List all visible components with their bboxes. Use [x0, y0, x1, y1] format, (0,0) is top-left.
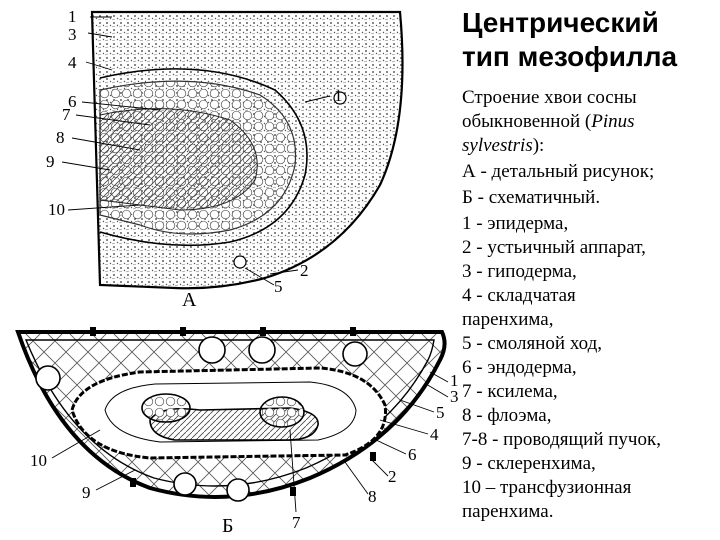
- legend-intro-3a: sylvestris: [462, 135, 533, 156]
- legend-item: 1 - эпидерма,: [462, 213, 569, 234]
- title-line-1: Центрический: [462, 7, 659, 38]
- legend-item: 2 - устьичный аппарат,: [462, 237, 646, 258]
- page-title: Центрический тип мезофилла: [462, 6, 677, 74]
- legend-item: 8 - флоэма,: [462, 405, 552, 426]
- label-b-6: 6: [408, 445, 417, 464]
- figure-b-drawing: 1 3 5 4 6 2 8 7 9 10 Б: [15, 327, 459, 537]
- label-b-8: 8: [368, 487, 377, 506]
- label-b-1: 1: [450, 371, 459, 390]
- label-a-4: 4: [68, 53, 77, 72]
- legend-items: 1 - эпидерма, 2 - устьичный аппарат, 3 -…: [462, 212, 718, 524]
- label-b-9: 9: [82, 483, 91, 502]
- label-b-3: 3: [450, 387, 459, 406]
- endodermis-ring: [99, 68, 308, 247]
- legend-item: 6 - эндодерма,: [462, 357, 577, 378]
- figure-a-drawing: 1 3 4 6 7 8 9 10 1 2 5 А: [46, 7, 404, 311]
- label-a-2: 2: [300, 261, 309, 280]
- legend-item: 10 – трансфузионная: [462, 477, 632, 498]
- legend-item: 5 - смоляной ход,: [462, 333, 602, 354]
- label-a-5: 5: [274, 277, 283, 296]
- label-a-8: 8: [56, 128, 65, 147]
- phloem-right: [259, 396, 305, 428]
- label-a-9: 9: [46, 152, 55, 171]
- pine-needle-figures: 1 3 4 6 7 8 9 10 1 2 5 А: [15, 7, 459, 537]
- figure-b-caption: Б: [222, 515, 233, 537]
- label-a-3: 3: [68, 25, 77, 44]
- label-a-1b: 1: [334, 86, 343, 105]
- title-line-2: тип мезофилла: [462, 41, 678, 72]
- legend-intro-3b: ):: [532, 135, 545, 156]
- label-b-10: 10: [30, 451, 47, 470]
- legend-fig-a: А - детальный рисунок;: [462, 161, 655, 182]
- legend-intro-2b: Pinus: [591, 111, 635, 132]
- resin-duct: [333, 91, 347, 105]
- legend-item: 4 - складчатая: [462, 285, 576, 306]
- legend-item: 7 - ксилема,: [462, 381, 558, 402]
- legend-intro-2: обыкновенной (Pinus: [462, 110, 718, 134]
- legend-item: паренхима,: [462, 309, 554, 330]
- label-b-5: 5: [436, 403, 445, 422]
- legend-fig-b: Б - схематичный.: [462, 187, 601, 208]
- label-a-10: 10: [48, 200, 65, 219]
- legend-intro-3: sylvestris):: [462, 134, 718, 158]
- legend: Строение хвои сосны обыкновенной (Pinus …: [462, 86, 718, 524]
- legend-intro-2a: обыкновенной (: [462, 111, 592, 132]
- label-a-1: 1: [68, 7, 77, 26]
- resin-duct: [233, 255, 247, 269]
- legend-item: 7-8 - проводящий пучок,: [462, 429, 661, 450]
- legend-item: 9 - склеренхима,: [462, 453, 596, 474]
- legend-intro-1: Строение хвои сосны: [462, 87, 637, 108]
- label-a-7: 7: [62, 105, 71, 124]
- legend-item: паренхима.: [462, 501, 554, 522]
- label-b-7: 7: [292, 513, 301, 532]
- figure-a-caption: А: [182, 289, 197, 311]
- legend-item: 3 - гиподерма,: [462, 261, 577, 282]
- label-b-2: 2: [388, 467, 397, 486]
- label-b-4: 4: [430, 425, 439, 444]
- phloem-left: [141, 393, 191, 423]
- label-a-6: 6: [68, 92, 77, 111]
- bundle-region: [99, 108, 258, 211]
